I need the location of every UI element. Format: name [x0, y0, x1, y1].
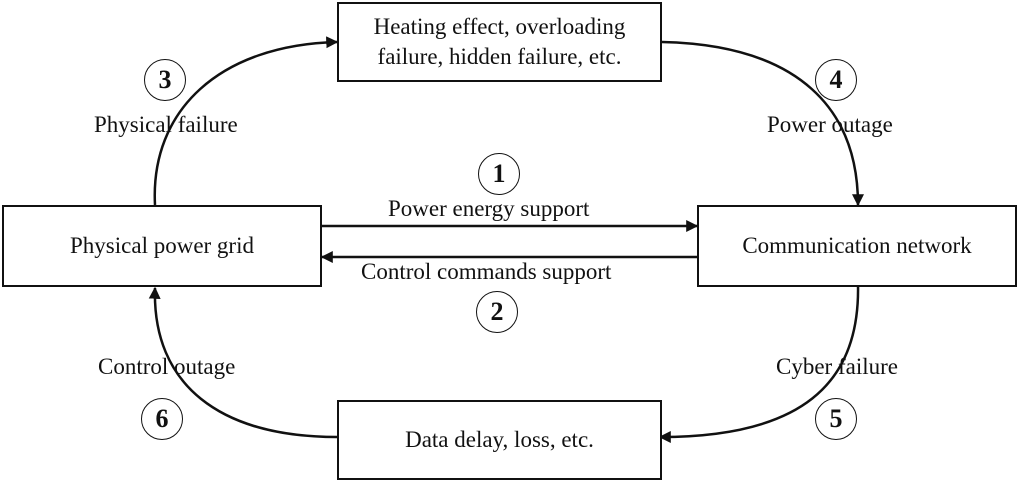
step-2-badge: 2	[476, 291, 518, 333]
physical-power-grid-box: Physical power grid	[2, 205, 322, 287]
control-outage-label: Control outage	[98, 354, 236, 379]
step-4-badge: 4	[815, 59, 857, 101]
step-3-badge: 3	[144, 59, 186, 101]
top-node-line-1: Heating effect, overloading	[373, 14, 626, 39]
bottom-node-box: Data delay, loss, etc.	[337, 400, 662, 480]
control-outage-arrow	[148, 286, 338, 439]
cyber-failure-label: Cyber failure	[776, 354, 898, 379]
physical-failure-arrow	[153, 36, 339, 206]
step-1-badge: 1	[478, 153, 520, 195]
bottom-node-label: Data delay, loss, etc.	[405, 427, 594, 452]
power-energy-support-label: Power energy support	[388, 196, 590, 221]
cyber-failure-arrow	[658, 284, 860, 443]
top-node-line-2: failure, hidden failure, etc.	[377, 44, 622, 69]
physical-failure-label: Physical failure	[94, 112, 238, 137]
top-node-box: Heating effect, overloading failure, hid…	[337, 2, 662, 82]
power-outage-label: Power outage	[767, 112, 893, 137]
communication-network-box: Communication network	[697, 205, 1017, 287]
power-outage-arrow	[661, 40, 864, 207]
physical-power-grid-label: Physical power grid	[70, 233, 254, 258]
control-commands-support-label: Control commands support	[361, 259, 612, 284]
communication-network-label: Communication network	[742, 233, 972, 258]
step-6-badge: 6	[141, 398, 183, 440]
step-5-badge: 5	[815, 398, 857, 440]
